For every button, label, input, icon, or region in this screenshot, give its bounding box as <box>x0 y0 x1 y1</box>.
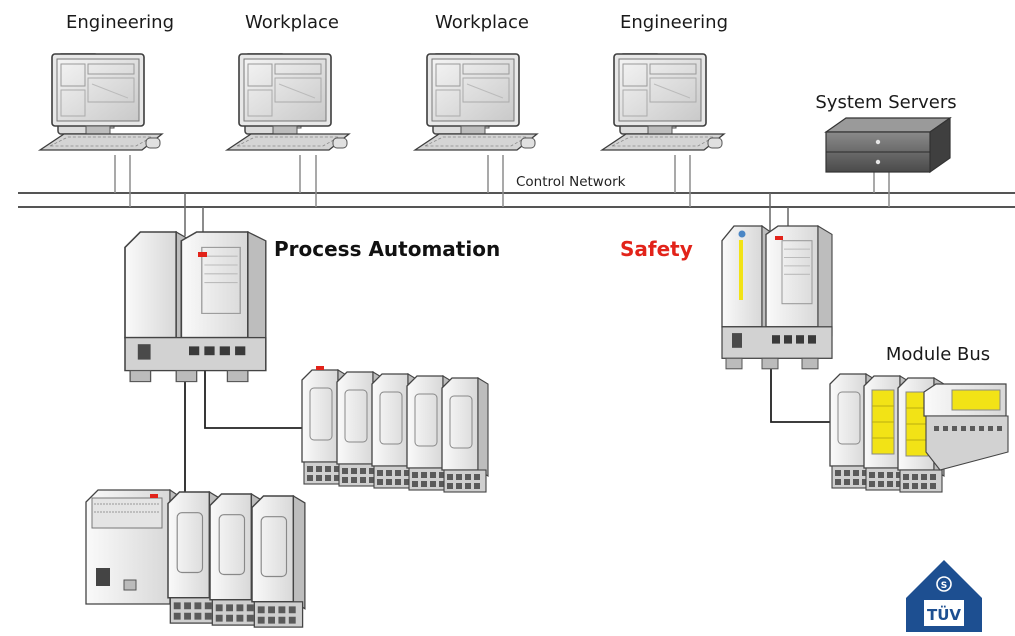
process-controller <box>124 231 267 383</box>
controller-connections <box>184 193 789 236</box>
workstation-connections <box>114 155 890 207</box>
module-bus-label: Module Bus <box>886 344 990 365</box>
field-cables <box>184 355 830 495</box>
workstation-label-4: Engineering <box>620 12 728 33</box>
tuv-certification-badge: S TÜV <box>906 560 982 632</box>
process-io-rack-large <box>85 488 306 628</box>
workstation-engineering-1 <box>39 52 163 151</box>
safety-controller <box>721 225 833 370</box>
control-network-bus <box>18 192 1015 208</box>
workstation-label-1: Engineering <box>66 12 174 33</box>
workstation-engineering-2 <box>601 52 725 151</box>
process-io-rack <box>301 366 489 493</box>
safety-io-rack <box>829 373 1009 493</box>
svg-text:S: S <box>941 581 947 591</box>
safety-label: Safety <box>620 237 693 261</box>
server-icon <box>824 116 952 174</box>
servers-label: System Servers <box>815 92 956 113</box>
process-automation-label: Process Automation <box>274 237 500 261</box>
workstation-workplace-1 <box>226 52 350 151</box>
network-label: Control Network <box>516 174 626 190</box>
workstation-label-3: Workplace <box>435 12 529 33</box>
workstation-workplace-2 <box>414 52 538 151</box>
tuv-mark-text: TÜV <box>927 605 961 624</box>
workstation-label-2: Workplace <box>245 12 339 33</box>
